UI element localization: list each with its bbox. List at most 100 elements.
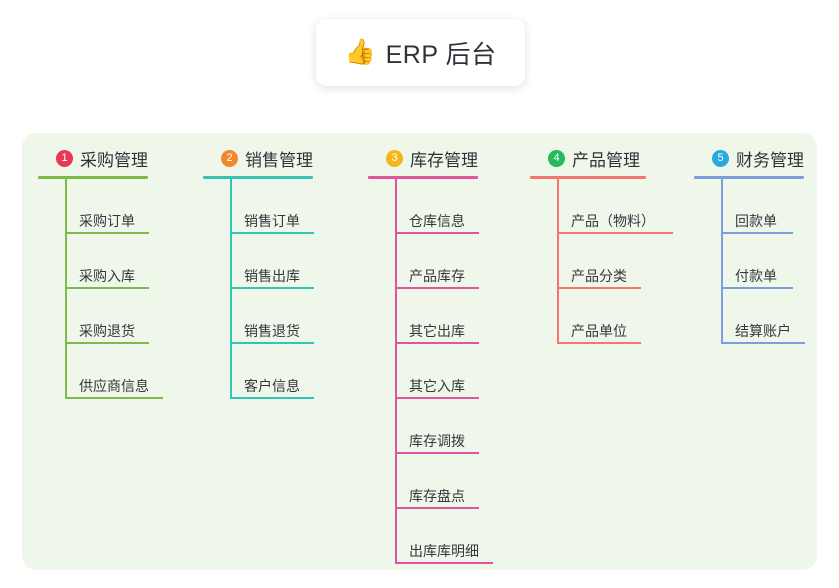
list-item-label: 其它出库	[409, 323, 465, 339]
list-item-rule	[230, 397, 314, 399]
list-item-label: 客户信息	[244, 378, 300, 394]
list-item-label: 库存调拨	[409, 433, 465, 449]
column-header-2[interactable]: 2 销售管理	[203, 145, 363, 171]
column-spine-3	[395, 179, 397, 564]
list-item[interactable]: 客户信息	[230, 344, 363, 399]
list-item[interactable]: 仓库信息	[395, 179, 528, 234]
column-header-1[interactable]: 1 采购管理	[38, 145, 198, 171]
list-item-rule	[395, 342, 479, 344]
column-4: 4 产品管理产品（物料） 产品分类产品单位	[530, 145, 690, 344]
list-item[interactable]: 结算账户	[721, 289, 839, 344]
column-spine-2	[230, 179, 232, 399]
list-item[interactable]: 库存盘点	[395, 454, 528, 509]
column-badge-1: 1	[56, 149, 73, 167]
list-item-rule	[557, 232, 673, 234]
list-item-label: 出库库明细	[409, 543, 479, 559]
column-title-3: 库存管理	[410, 150, 478, 170]
list-item-rule	[395, 452, 479, 454]
column-spine-5	[721, 179, 723, 344]
column-rule-4	[530, 176, 646, 179]
list-item-rule	[230, 287, 314, 289]
column-badge-5: 5	[712, 149, 729, 167]
diagram-panel	[22, 133, 817, 570]
thumbs-up-icon: 👍	[344, 38, 376, 66]
column-title-2: 销售管理	[245, 150, 313, 170]
column-title-1: 采购管理	[80, 150, 148, 170]
column-5: 5 财务管理回款单付款单结算账户	[694, 145, 839, 344]
list-item-label: 供应商信息	[79, 378, 149, 394]
list-item-label: 采购订单	[79, 213, 135, 229]
column-rule-2	[203, 176, 313, 179]
column-badge-4: 4	[548, 149, 565, 167]
list-item-label: 结算账户	[735, 323, 791, 339]
list-item-label: 库存盘点	[409, 488, 465, 504]
list-item[interactable]: 采购订单	[65, 179, 198, 234]
list-item[interactable]: 销售出库	[230, 234, 363, 289]
list-item[interactable]: 产品库存	[395, 234, 528, 289]
list-item-rule	[395, 232, 479, 234]
list-item[interactable]: 产品（物料）	[557, 179, 690, 234]
list-item-label: 产品（物料）	[571, 213, 655, 229]
list-item[interactable]: 其它入库	[395, 344, 528, 399]
list-item-label: 产品分类	[571, 268, 627, 284]
list-item-label: 回款单	[735, 213, 777, 229]
list-item[interactable]: 产品分类	[557, 234, 690, 289]
list-item[interactable]: 采购退货	[65, 289, 198, 344]
list-item-label: 销售出库	[244, 268, 300, 284]
column-badge-2: 2	[221, 149, 238, 167]
column-header-4[interactable]: 4 产品管理	[530, 145, 690, 171]
column-badge-3: 3	[386, 149, 403, 167]
column-spine-1	[65, 179, 67, 399]
list-item-label: 付款单	[735, 268, 777, 284]
list-item[interactable]: 库存调拨	[395, 399, 528, 454]
column-1: 1 采购管理采购订单采购入库采购退货供应商信息	[38, 145, 198, 399]
list-item-label: 采购入库	[79, 268, 135, 284]
column-2: 2 销售管理销售订单销售出库销售退货客户信息	[203, 145, 363, 399]
list-item-label: 其它入库	[409, 378, 465, 394]
list-item[interactable]: 回款单	[721, 179, 839, 234]
list-item[interactable]: 销售退货	[230, 289, 363, 344]
list-item-rule	[230, 342, 314, 344]
column-rule-5	[694, 176, 804, 179]
column-rule-3	[368, 176, 478, 179]
list-item-label: 采购退货	[79, 323, 135, 339]
list-item-rule	[557, 287, 641, 289]
list-item-rule	[65, 342, 149, 344]
list-item-label: 产品单位	[571, 323, 627, 339]
list-item[interactable]: 销售订单	[230, 179, 363, 234]
column-items-3: 仓库信息产品库存其它出库其它入库库存调拨库存盘点出库库明细	[368, 179, 528, 564]
list-item-rule	[721, 287, 793, 289]
list-item-rule	[65, 232, 149, 234]
list-item-rule	[65, 287, 149, 289]
list-item-rule	[721, 342, 805, 344]
list-item[interactable]: 供应商信息	[65, 344, 198, 399]
column-3: 3 库存管理仓库信息产品库存其它出库其它入库库存调拨库存盘点出库库明细	[368, 145, 528, 564]
list-item-rule	[230, 232, 314, 234]
column-items-2: 销售订单销售出库销售退货客户信息	[203, 179, 363, 399]
list-item[interactable]: 其它出库	[395, 289, 528, 344]
column-header-3[interactable]: 3 库存管理	[368, 145, 528, 171]
list-item[interactable]: 采购入库	[65, 234, 198, 289]
list-item[interactable]: 付款单	[721, 234, 839, 289]
list-item-label: 销售退货	[244, 323, 300, 339]
list-item-rule	[721, 232, 793, 234]
list-item-rule	[557, 342, 641, 344]
list-item-rule	[395, 287, 479, 289]
column-title-5: 财务管理	[736, 150, 804, 170]
column-title-4: 产品管理	[572, 150, 640, 170]
list-item[interactable]: 产品单位	[557, 289, 690, 344]
column-items-4: 产品（物料） 产品分类产品单位	[530, 179, 690, 344]
column-rule-1	[38, 176, 148, 179]
root-node-card: 👍 ERP 后台	[316, 19, 525, 86]
list-item-rule	[395, 507, 479, 509]
list-item-label: 仓库信息	[409, 213, 465, 229]
list-item[interactable]: 出库库明细	[395, 509, 528, 564]
column-header-5[interactable]: 5 财务管理	[694, 145, 839, 171]
column-spine-4	[557, 179, 559, 344]
page-title: ERP 后台	[385, 40, 497, 69]
list-item-label: 产品库存	[409, 268, 465, 284]
list-item-rule	[395, 397, 479, 399]
column-items-5: 回款单付款单结算账户	[694, 179, 839, 344]
list-item-rule	[65, 397, 163, 399]
list-item-rule	[395, 562, 493, 564]
